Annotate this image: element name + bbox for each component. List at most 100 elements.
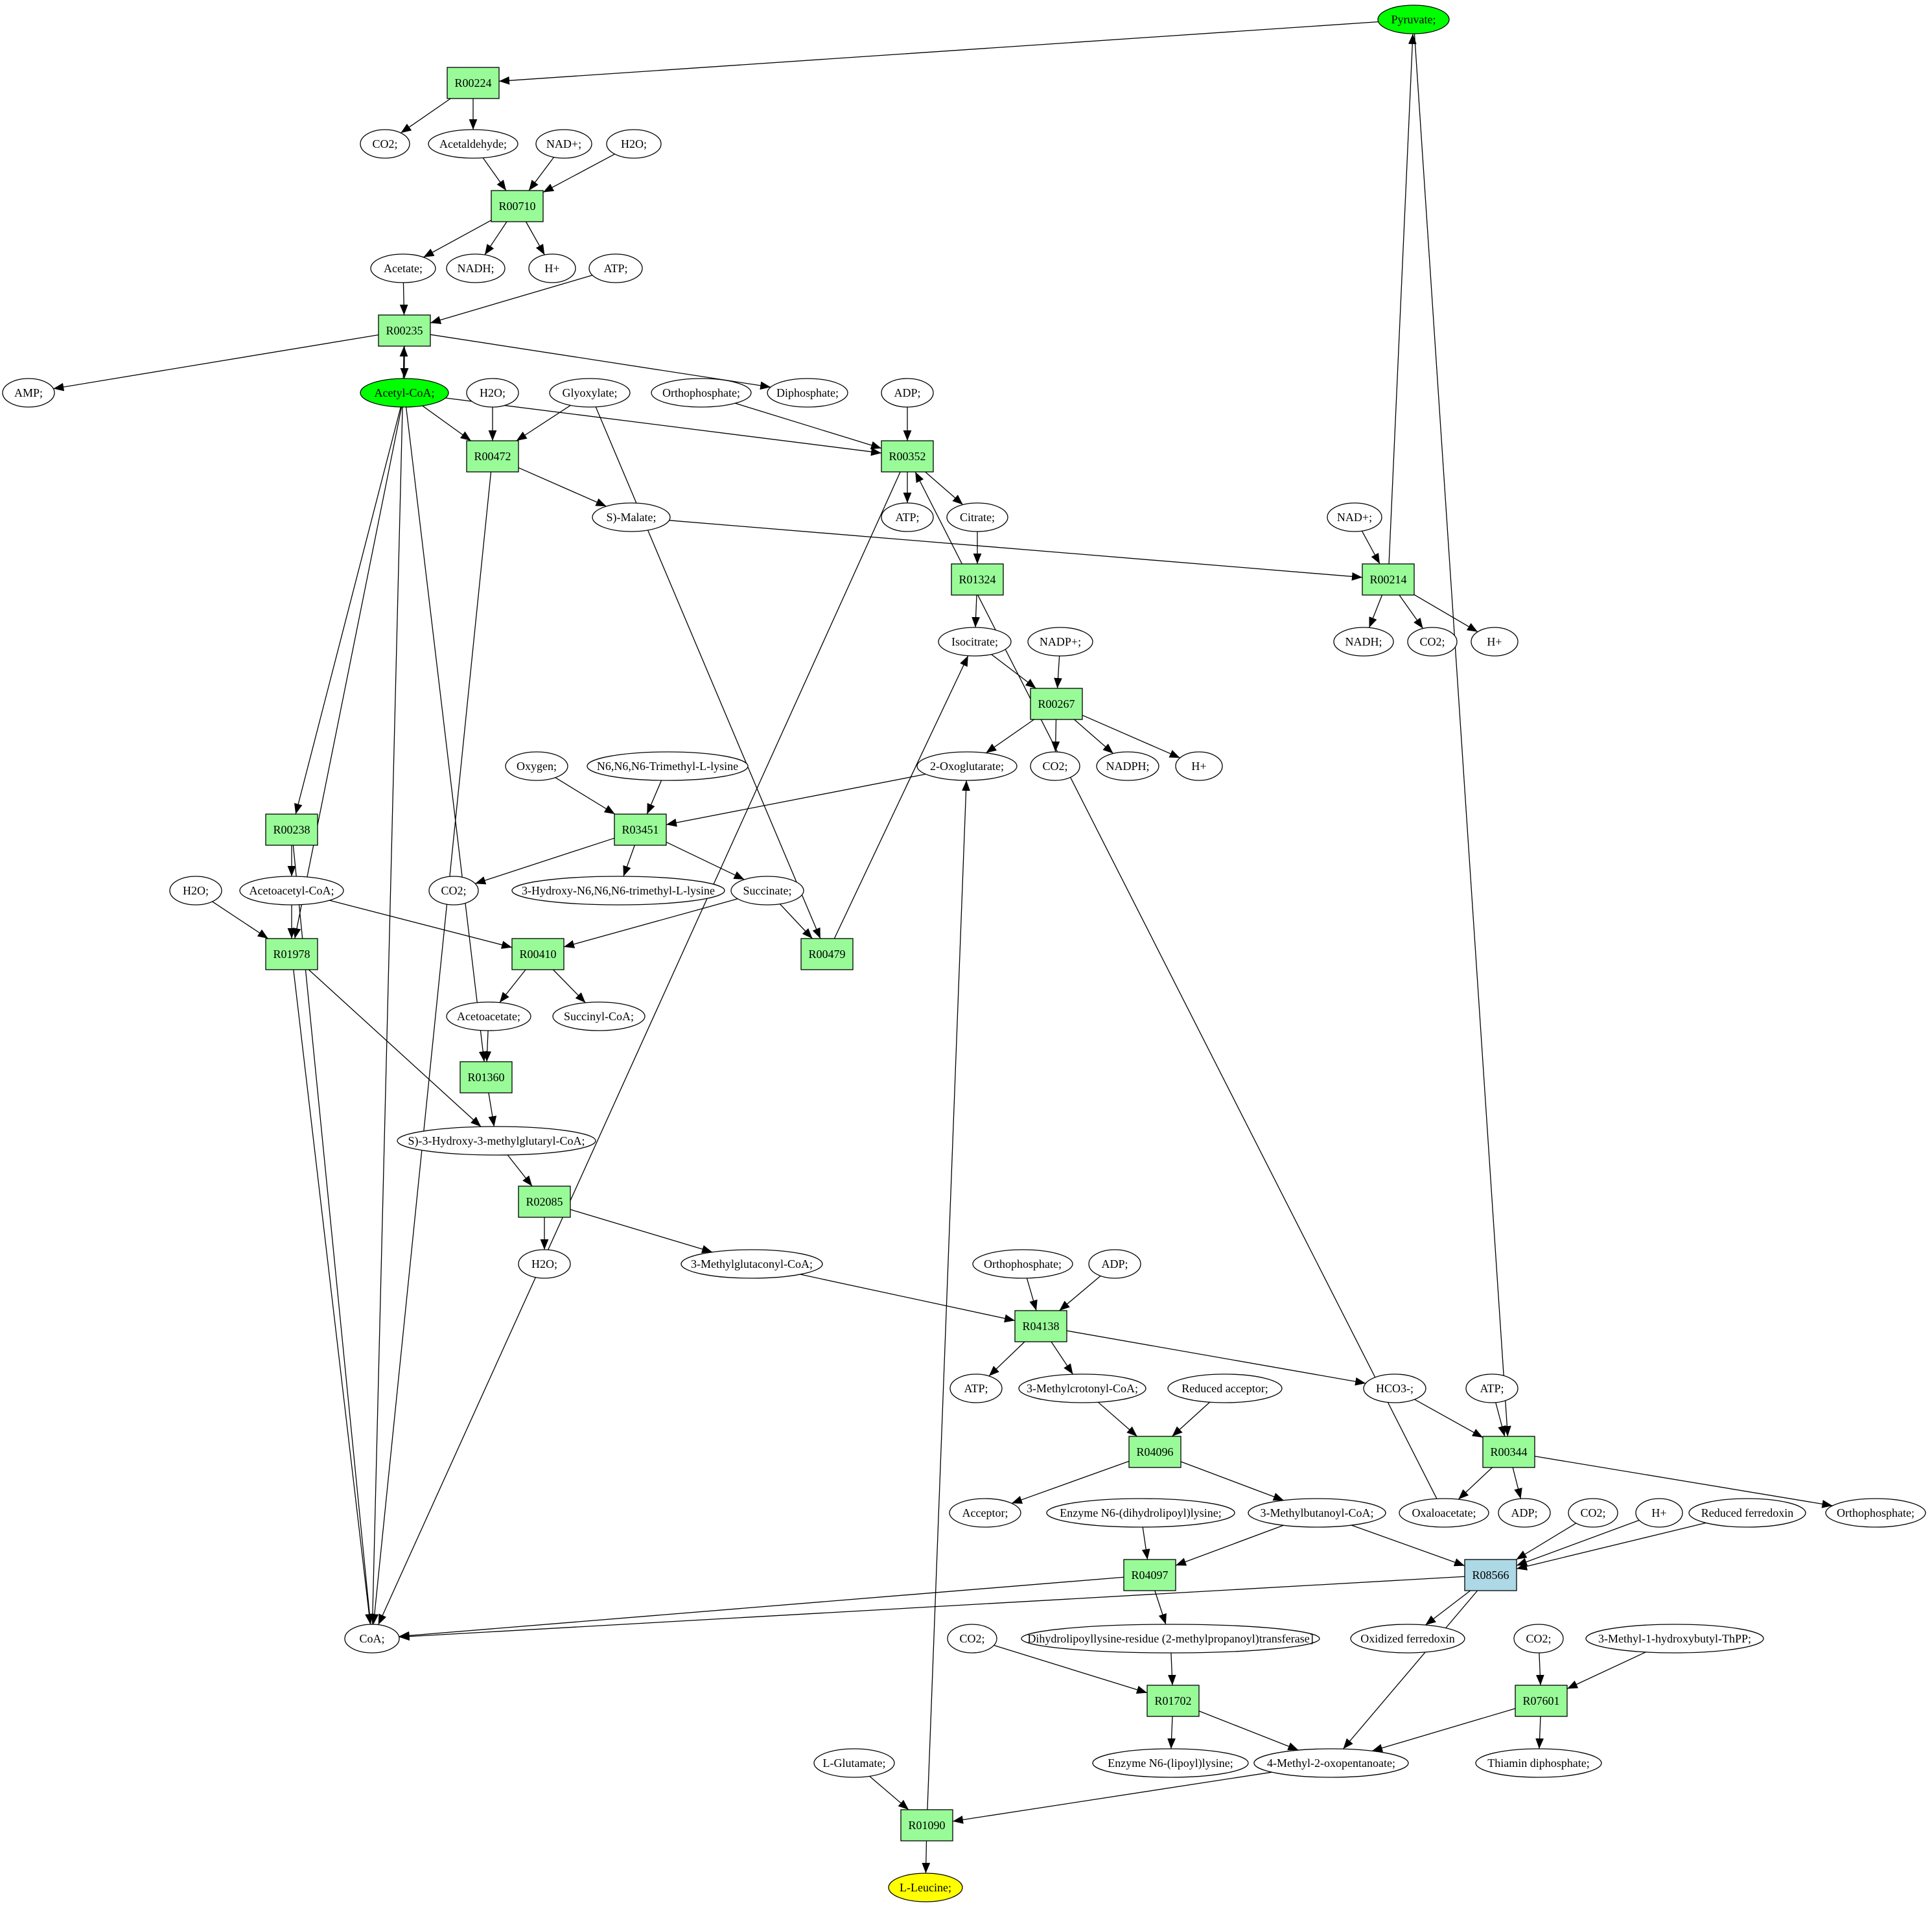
metabolite-node-lleucine[interactable]: L-Leucine; [888, 1873, 963, 1902]
metabolite-node-co2_b[interactable]: CO2; [1407, 627, 1458, 657]
metabolite-node-adp_b[interactable]: ADP; [1088, 1249, 1141, 1279]
metabolite-node-methylglutaconylcoa[interactable]: 3-Methylglutaconyl-CoA; [681, 1249, 823, 1279]
reaction-node-r04096[interactable]: R04096 [1128, 1436, 1181, 1468]
metabolite-node-h2o_d[interactable]: H2O; [518, 1249, 571, 1279]
metabolite-node-methylcrotonylcoa[interactable]: 3-Methylcrotonyl-CoA; [1018, 1373, 1146, 1403]
metabolite-node-acetate[interactable]: Acetate; [370, 253, 436, 283]
metabolite-node-trimethyllysine[interactable]: N6,N6,N6-Trimethyl-L-lysine [587, 751, 749, 781]
metabolite-node-succinate[interactable]: Succinate; [730, 876, 804, 906]
reaction-node-r04138[interactable]: R04138 [1014, 1310, 1067, 1342]
node-label: R01978 [273, 948, 310, 961]
metabolite-node-oxaloacetate[interactable]: Oxaloacetate; [1399, 1498, 1489, 1528]
metabolite-node-hplus_a[interactable]: H+ [528, 253, 576, 283]
metabolite-node-atp_b[interactable]: ATP; [881, 502, 934, 532]
metabolite-node-glyoxylate[interactable]: Glyoxylate; [549, 378, 631, 408]
reaction-node-r00238[interactable]: R00238 [265, 813, 318, 846]
reaction-node-r02085[interactable]: R02085 [518, 1186, 571, 1218]
metabolite-node-co2_g[interactable]: CO2; [1513, 1624, 1564, 1654]
metabolite-node-acceptor[interactable]: Acceptor; [949, 1498, 1021, 1528]
metabolite-node-citrate[interactable]: Citrate; [946, 502, 1008, 532]
metabolite-node-nadp_a[interactable]: NAD+; [535, 129, 592, 159]
metabolite-node-enzymelipoyl[interactable]: Enzyme N6-(lipoyl)lysine; [1092, 1748, 1249, 1778]
reaction-node-r00214[interactable]: R00214 [1362, 563, 1415, 596]
metabolite-node-acetaldehyde[interactable]: Acetaldehyde; [428, 129, 518, 159]
reaction-node-r01090[interactable]: R01090 [900, 1809, 953, 1841]
metabolite-node-acetylcoa[interactable]: Acetyl-CoA; [360, 378, 449, 408]
metabolite-node-co2_a[interactable]: CO2; [360, 129, 410, 159]
metabolite-node-co2_e[interactable]: CO2; [1568, 1498, 1618, 1528]
reaction-node-r01360[interactable]: R01360 [460, 1061, 513, 1093]
metabolite-node-atp_c[interactable]: ATP; [949, 1373, 1003, 1403]
metabolite-node-atp_a[interactable]: ATP; [588, 253, 643, 283]
metabolite-node-co2_d[interactable]: CO2; [428, 876, 479, 906]
metabolite-node-lglutamate[interactable]: L-Glutamate; [813, 1748, 895, 1778]
metabolite-node-nadpplus[interactable]: NADP+; [1027, 627, 1093, 657]
metabolite-node-isocitrate[interactable]: Isocitrate; [938, 627, 1012, 657]
metabolite-node-amp[interactable]: AMP; [2, 378, 55, 408]
metabolite-node-oxidizedferredoxin[interactable]: Oxidized ferredoxin [1350, 1624, 1465, 1654]
metabolite-node-acetoacetylcoa[interactable]: Acetoacetyl-CoA; [239, 876, 344, 906]
metabolite-node-co2_f[interactable]: CO2; [947, 1624, 997, 1654]
metabolite-node-hydroxytml[interactable]: 3-Hydroxy-N6,N6,N6-trimethyl-L-lysine [511, 876, 725, 906]
reaction-node-r00472[interactable]: R00472 [466, 440, 519, 473]
reaction-box [378, 314, 431, 347]
metabolite-node-pyruvate[interactable]: Pyruvate; [1377, 5, 1450, 34]
metabolite-ellipse [239, 876, 344, 906]
metabolite-node-reducedferredoxin[interactable]: Reduced ferredoxin [1688, 1498, 1806, 1528]
metabolite-node-adp_a[interactable]: ADP; [881, 378, 934, 408]
metabolite-node-succinylcoa[interactable]: Succinyl-CoA; [552, 1001, 646, 1031]
reaction-node-r00710[interactable]: R00710 [491, 190, 544, 222]
reaction-node-r00267[interactable]: R00267 [1030, 688, 1083, 720]
metabolite-node-nadplus_b[interactable]: NAD+; [1327, 502, 1382, 532]
metabolite-node-nadh_a[interactable]: NADH; [446, 253, 506, 283]
metabolite-node-orthophosphate_b[interactable]: Orthophosphate; [972, 1249, 1073, 1279]
metabolite-node-methyloxopentanoate[interactable]: 4-Methyl-2-oxopentanoate; [1253, 1748, 1409, 1778]
edge-h2o_a-to-r00710 [542, 154, 615, 193]
metabolite-node-enzymedihydrolipoyl[interactable]: Enzyme N6-(dihydrolipoyl)lysine; [1046, 1498, 1235, 1528]
metabolite-node-hmgcoa[interactable]: S)-3-Hydroxy-3-methylglutaryl-CoA; [397, 1126, 596, 1156]
metabolite-node-nadph[interactable]: NADPH; [1096, 751, 1159, 781]
edge-glyoxylate-to-r00479 [595, 406, 821, 939]
metabolite-node-methylbutanoylcoa[interactable]: 3-Methylbutanoyl-CoA; [1248, 1498, 1386, 1528]
metabolite-node-orthophosphate_c[interactable]: Orthophosphate; [1825, 1498, 1926, 1528]
metabolite-node-nadh_b[interactable]: NADH; [1333, 627, 1394, 657]
metabolite-node-oxygen[interactable]: Oxygen; [505, 751, 568, 781]
metabolite-node-coa[interactable]: CoA; [344, 1624, 400, 1654]
metabolite-node-hplus_d[interactable]: H+ [1635, 1498, 1683, 1528]
metabolite-node-h2o_c[interactable]: H2O; [169, 876, 222, 906]
reaction-node-r04097[interactable]: R04097 [1123, 1559, 1176, 1591]
metabolite-node-smalate[interactable]: S)-Malate; [592, 502, 671, 532]
reaction-node-r00224[interactable]: R00224 [447, 67, 500, 99]
reaction-node-r07601[interactable]: R07601 [1515, 1685, 1568, 1717]
reaction-node-r08566[interactable]: R08566 [1464, 1559, 1517, 1591]
metabolite-node-dihydrolipoyllysine[interactable]: Dihydrolipoyllysine-residue (2-methylpro… [1021, 1624, 1320, 1654]
metabolite-node-oxoglutarate[interactable]: 2-Oxoglutarate; [916, 751, 1018, 781]
metabolite-node-hplus_b[interactable]: H+ [1471, 627, 1519, 657]
reaction-node-r00344[interactable]: R00344 [1482, 1436, 1535, 1468]
reaction-node-r01702[interactable]: R01702 [1146, 1685, 1200, 1717]
metabolite-node-methylhydroxybutylthpp[interactable]: 3-Methyl-1-hydroxybutyl-ThPP; [1585, 1624, 1764, 1654]
reaction-node-r00410[interactable]: R00410 [511, 938, 564, 970]
reaction-node-r00352[interactable]: R00352 [881, 440, 934, 473]
metabolite-node-acetoacetate[interactable]: Acetoacetate; [446, 1001, 531, 1031]
metabolite-node-diphosphate[interactable]: Diphosphate; [767, 378, 848, 408]
metabolite-ellipse [552, 1001, 646, 1031]
metabolite-ellipse [466, 378, 519, 408]
metabolite-node-co2_c[interactable]: CO2; [1030, 751, 1080, 781]
metabolite-node-thiamindiphosphate[interactable]: Thiamin diphosphate; [1475, 1748, 1602, 1778]
reaction-node-r00479[interactable]: R00479 [800, 938, 854, 970]
metabolite-node-hplus_c[interactable]: H+ [1175, 751, 1223, 781]
reaction-box [1464, 1559, 1517, 1591]
reaction-node-r00235[interactable]: R00235 [378, 314, 431, 347]
reaction-node-r01324[interactable]: R01324 [951, 563, 1004, 596]
reaction-node-r03451[interactable]: R03451 [614, 813, 667, 846]
reaction-node-r01978[interactable]: R01978 [265, 938, 318, 970]
metabolite-node-adp_c[interactable]: ADP; [1498, 1498, 1551, 1528]
metabolite-node-orthophosphate_a[interactable]: Orthophosphate; [651, 378, 752, 408]
metabolite-node-atp_d[interactable]: ATP; [1465, 1373, 1519, 1403]
metabolite-node-reducedacceptor[interactable]: Reduced acceptor; [1167, 1373, 1283, 1403]
edge-r00472-to-smalate [518, 467, 607, 507]
metabolite-node-h2o_b[interactable]: H2O; [466, 378, 519, 408]
metabolite-node-hco3[interactable]: HCO3-; [1363, 1373, 1426, 1403]
metabolite-node-h2o_a[interactable]: H2O; [606, 129, 662, 159]
